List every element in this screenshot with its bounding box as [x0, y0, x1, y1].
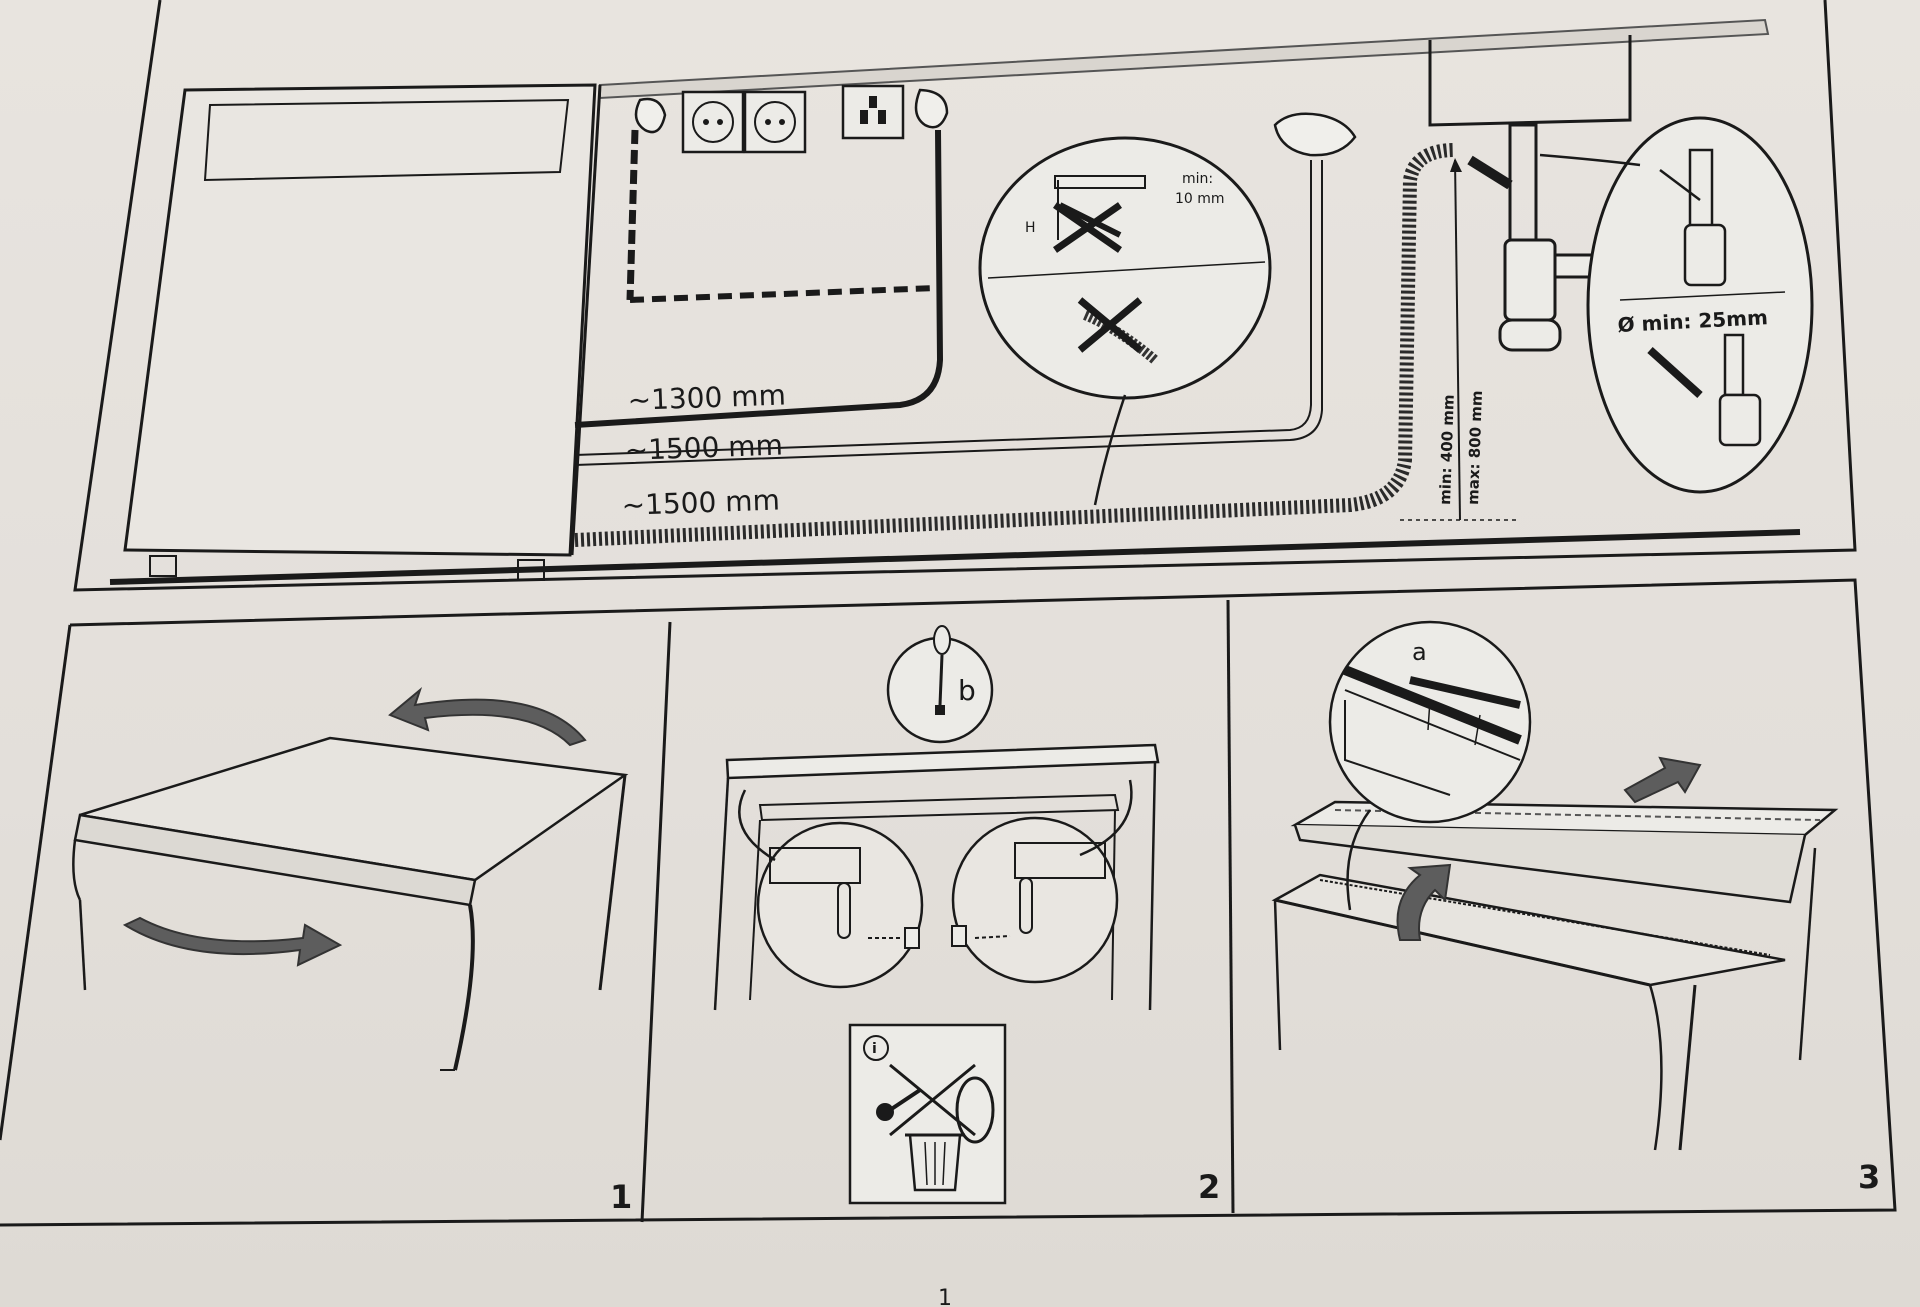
step-2-callout-b: b	[958, 674, 976, 707]
hose-bending-detail	[978, 136, 1272, 506]
inlet-hose-length: ~1500 mm	[624, 428, 783, 467]
drain-height-min: min: 400 mm	[1436, 394, 1458, 505]
drain-height-max: max: 800 mm	[1464, 390, 1486, 505]
siphon-detail	[1539, 116, 1814, 494]
drain-hose-length: ~1500 mm	[621, 483, 780, 522]
step-1-illustration	[72, 686, 629, 1071]
min-gap-label: min:	[1182, 171, 1213, 187]
min-gap-value: 10 mm	[1175, 191, 1225, 207]
step-2-illustration	[713, 625, 1160, 1205]
page-number: 1	[938, 1286, 952, 1307]
step-1-number: 1	[610, 1178, 632, 1216]
info-mark: i	[872, 1041, 877, 1057]
sink-drain	[1428, 35, 1632, 352]
installation-steps: 1	[0, 578, 1897, 1307]
step-3-illustration	[1271, 620, 1839, 1151]
gap-height-label: H	[1025, 220, 1036, 236]
step-3-callout-a: a	[1412, 638, 1427, 666]
step-3-number: 3	[1858, 1158, 1880, 1196]
connections-diagram: ~1300 mm ~1500 mm ~1500 mm min: 400 mm m…	[73, 0, 1857, 592]
dishwasher-body	[123, 83, 602, 581]
power-cable-length: ~1300 mm	[627, 378, 786, 417]
wall-sockets	[681, 84, 905, 154]
step-2-number: 2	[1198, 1168, 1220, 1206]
